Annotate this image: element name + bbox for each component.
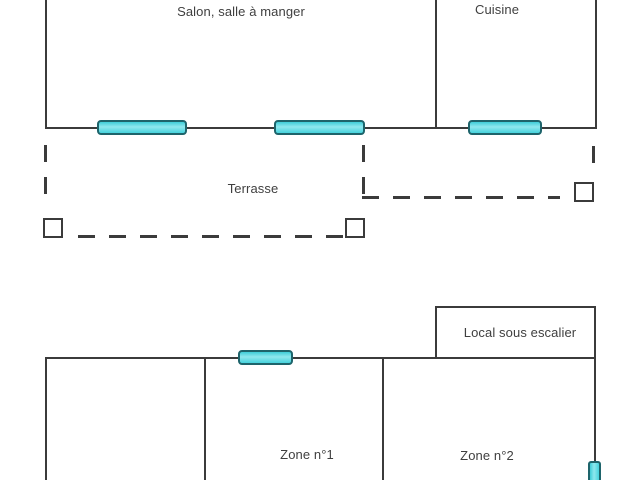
room-label-terrasse: Terrasse (227, 181, 279, 196)
wall-zone-divider-2 (382, 357, 384, 480)
wall-lower-top (45, 357, 596, 359)
room-label-zone2: Zone n°2 (460, 448, 514, 463)
wall-zone-divider-1 (204, 357, 206, 480)
terrace-post-left (43, 218, 63, 238)
window-salon-2 (274, 120, 365, 135)
room-label-cuisine: Cuisine (474, 2, 520, 17)
wall-lower-right (594, 357, 596, 480)
wall-lower-left (45, 357, 47, 480)
window-zone2-right (588, 461, 601, 480)
wall-cuisine-left (435, 0, 437, 129)
terrace-post-right (574, 182, 594, 202)
terrace-boundary-bottom (64, 235, 345, 238)
room-label-zone1: Zone n°1 (280, 447, 334, 462)
window-salon-1 (97, 120, 187, 135)
window-lower-top (238, 350, 293, 365)
window-cuisine (468, 120, 542, 135)
terrace-boundary-left (44, 145, 47, 195)
terrace-boundary-step (362, 196, 560, 199)
wall-salon-left (45, 0, 47, 129)
wall-cuisine-right (595, 0, 597, 129)
room-label-salon: Salon, salle à manger (177, 4, 305, 19)
terrace-post-middle (345, 218, 365, 238)
terrace-boundary-right (592, 146, 595, 163)
terrace-boundary-middle-vertical (362, 145, 365, 198)
room-label-local-sous-escalier: Local sous escalier (463, 325, 577, 340)
